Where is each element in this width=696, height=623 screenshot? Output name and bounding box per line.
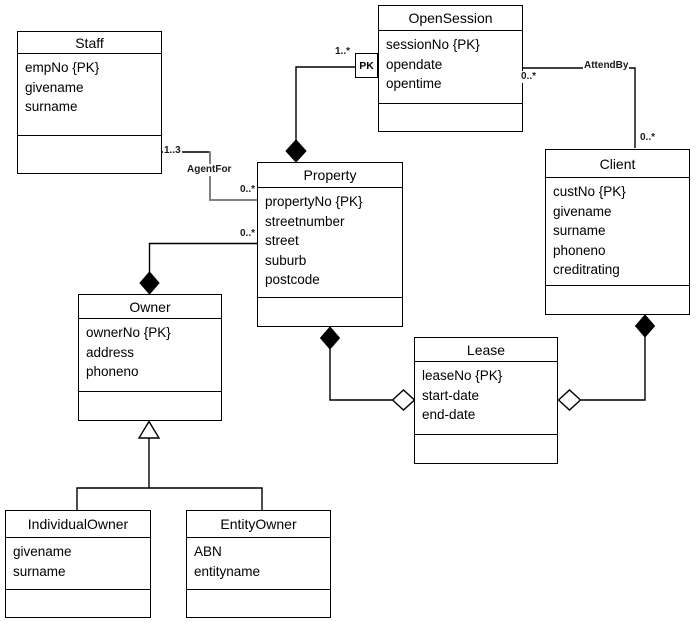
attribute: phoneno — [553, 242, 606, 258]
composition-diamond-property-top — [285, 139, 307, 163]
class-owner[interactable]: Owner ownerNo {PK} address phoneno — [78, 294, 222, 421]
class-property-title: Property — [258, 163, 402, 188]
attribute: phoneno — [86, 364, 139, 379]
attribute: leaseNo {PK} — [422, 368, 503, 383]
attribute: opentime — [386, 76, 442, 91]
class-lease-attributes: leaseNo {PK} start-date end-date — [415, 362, 557, 435]
attribute: givename — [553, 203, 612, 219]
class-opensession-operations-empty — [379, 104, 522, 131]
attribute: streetnumber — [265, 213, 345, 229]
attribute: suburb — [265, 252, 307, 268]
composition-diamond-property-bottom — [319, 326, 341, 350]
class-staff[interactable]: Staff empNo {PK} givename surname — [17, 31, 162, 174]
edge-property-lease[interactable] — [319, 326, 416, 411]
class-individualowner-title: IndividualOwner — [6, 511, 150, 538]
class-client[interactable]: Client custNo {PK} givename surname phon… — [545, 149, 690, 315]
attribute: street — [265, 233, 299, 248]
edge-attendby-line — [523, 67, 636, 148]
class-property-operations-empty — [258, 298, 402, 326]
attribute: custNo {PK} — [553, 184, 626, 199]
edge-client-lease[interactable] — [557, 314, 656, 411]
edge-owner-property-line — [148, 242, 257, 273]
multiplicity-property-owner: 0..* — [239, 228, 257, 240]
class-lease-title: Lease — [415, 338, 557, 362]
class-client-attributes: custNo {PK} givename surname phoneno cre… — [546, 178, 689, 286]
multiplicity-staff-agentfor: 1..3 — [163, 145, 182, 157]
class-entityowner-title: EntityOwner — [187, 511, 330, 538]
class-staff-title: Staff — [18, 32, 161, 54]
composition-diamond-owner — [139, 271, 160, 295]
attribute: sessionNo {PK} — [386, 37, 480, 52]
attribute: surname — [25, 99, 78, 114]
class-entityowner-operations-empty — [187, 590, 330, 617]
generalization-branches — [76, 487, 263, 510]
aggregation-diamond-lease-left — [391, 389, 416, 411]
multiplicity-session-property: 1..* — [334, 46, 352, 58]
attribute: opendate — [386, 56, 443, 72]
attribute: entityname — [194, 563, 261, 579]
class-staff-attributes: empNo {PK} givename surname — [18, 54, 161, 136]
aggregation-diamond-lease-right — [557, 389, 582, 411]
attribute: givename — [25, 79, 84, 95]
edge-client-lease-line — [581, 337, 646, 401]
class-property-attributes: propertyNo {PK} streetnumber street subu… — [258, 188, 402, 298]
class-individualowner-operations-empty — [6, 590, 150, 617]
edge-label-attendby: AttendBy — [583, 60, 630, 72]
class-entityowner[interactable]: EntityOwner ABN entityname — [186, 510, 331, 618]
class-individualowner[interactable]: IndividualOwner givename surname — [5, 510, 151, 618]
attribute: end-date — [422, 407, 476, 422]
class-staff-operations-empty — [18, 136, 161, 173]
attribute: givename — [13, 544, 72, 559]
class-lease[interactable]: Lease leaseNo {PK} start-date end-date — [414, 337, 558, 464]
edge-generalization[interactable] — [76, 420, 263, 511]
attribute: ownerNo {PK} — [86, 325, 171, 340]
attribute: surname — [13, 563, 66, 579]
attribute: surname — [553, 223, 606, 238]
class-opensession-title: OpenSession — [379, 6, 522, 31]
attribute: creditrating — [553, 262, 620, 277]
multiplicity-client-attendby: 0..* — [639, 132, 657, 144]
composition-diamond-client-bottom — [634, 314, 656, 338]
class-owner-attributes: ownerNo {PK} address phoneno — [79, 319, 221, 392]
attribute: ABN — [194, 544, 222, 559]
edge-property-lease-line — [329, 349, 392, 401]
attribute: postcode — [265, 272, 320, 287]
attribute: empNo {PK} — [25, 60, 100, 75]
class-opensession-attributes: sessionNo {PK} opendate opentime — [379, 31, 522, 104]
edge-owner-property[interactable] — [139, 242, 257, 295]
attribute: propertyNo {PK} — [265, 194, 363, 209]
class-entityowner-attributes: ABN entityname — [187, 538, 330, 590]
attribute: start-date — [422, 387, 480, 403]
edge-attendby[interactable] — [523, 67, 636, 148]
class-client-title: Client — [546, 150, 689, 178]
class-client-operations-empty — [546, 286, 689, 314]
generalization-triangle — [137, 420, 161, 439]
class-individualowner-attributes: givename surname — [6, 538, 150, 590]
class-owner-operations-empty — [79, 392, 221, 420]
edge-session-property[interactable] — [285, 66, 355, 163]
attribute: address — [86, 344, 135, 360]
multiplicity-session-attendby: 0..* — [520, 71, 538, 83]
class-owner-title: Owner — [79, 295, 221, 319]
multiplicity-property-agentfor: 0..* — [239, 184, 257, 196]
qualifier-pk-box[interactable]: PK — [355, 53, 378, 78]
class-lease-operations-empty — [415, 435, 557, 463]
edge-label-agentfor: AgentFor — [186, 164, 233, 176]
class-opensession[interactable]: OpenSession sessionNo {PK} opendate open… — [378, 5, 523, 132]
edge-session-property-line — [295, 66, 355, 141]
class-property[interactable]: Property propertyNo {PK} streetnumber st… — [257, 162, 403, 327]
